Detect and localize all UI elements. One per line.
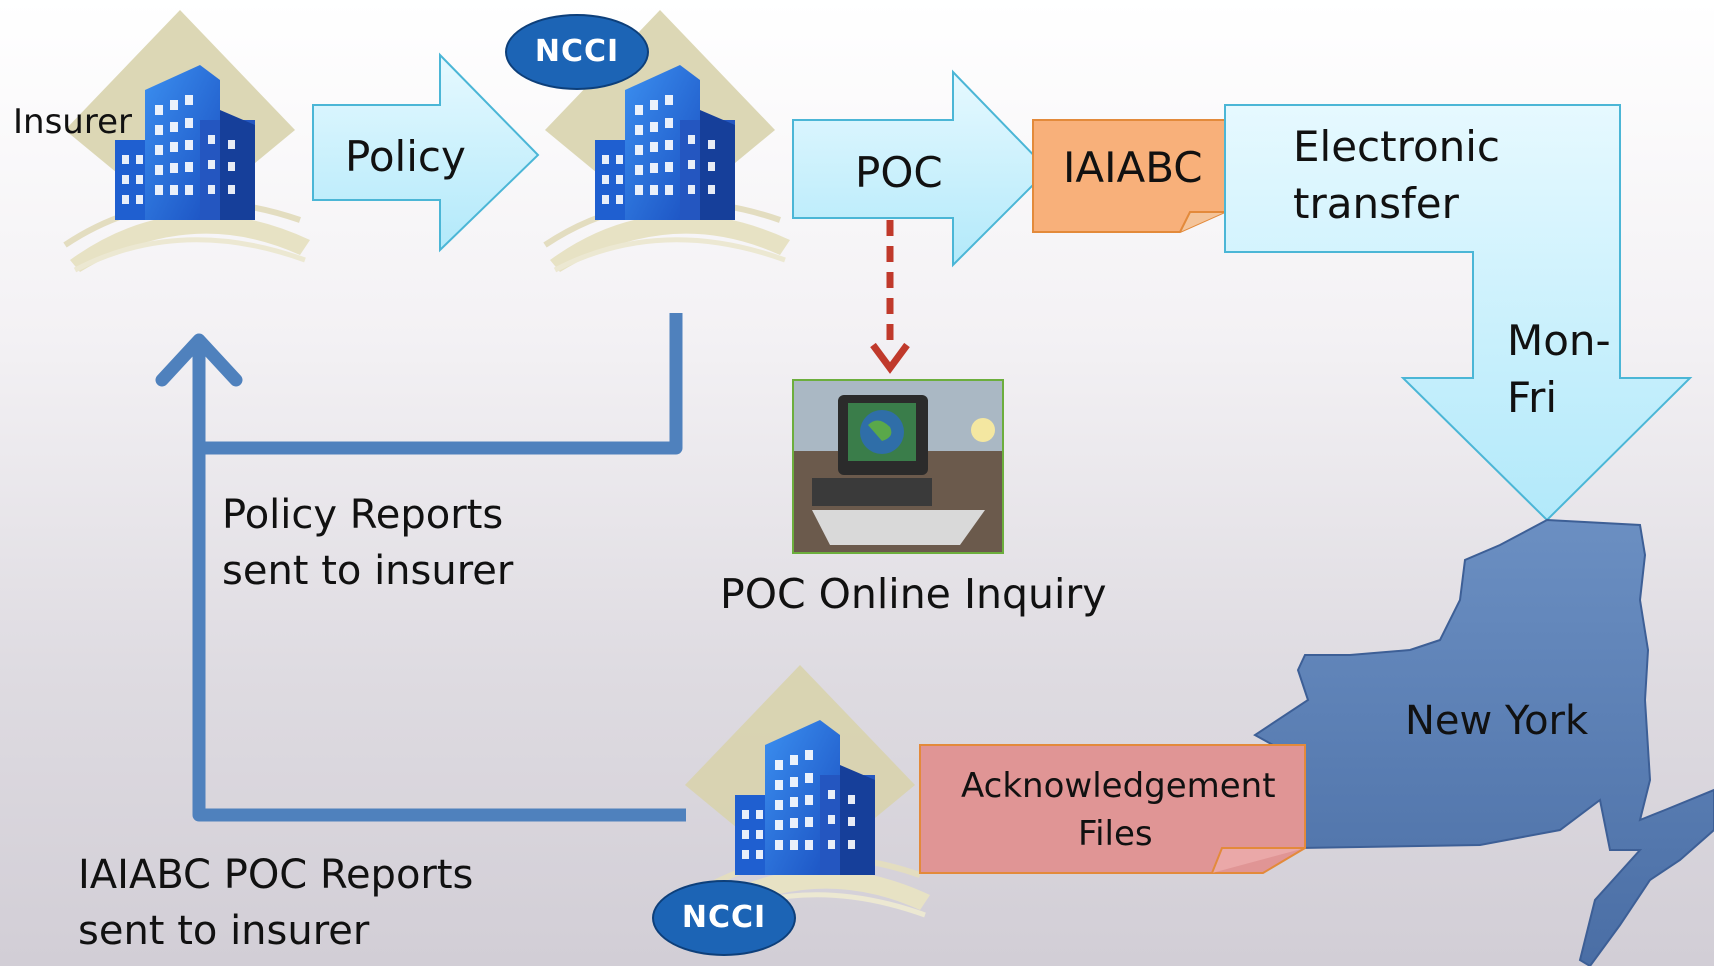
policy-reports-label-line2: sent to insurer [222,548,514,594]
new-york-map-icon [1253,518,1714,966]
policy-reports-label-line1: Policy Reports [222,492,504,538]
iaiabc-poc-reports-label-line1: IAIABC POC Reports [78,852,474,898]
mon-fri-label-line2: Fri [1507,373,1558,422]
iaiabc-label: IAIABC [1063,143,1203,192]
electronic-transfer-label-line2: transfer [1293,179,1459,228]
poc-arrow-label: POC [855,148,943,197]
insurer-label: Insurer [13,102,132,142]
policy-arrow [312,52,540,253]
new-york-label: New York [1405,698,1589,744]
iaiabc-reports-return-line [192,448,686,822]
electronic-transfer-arrow [1224,104,1693,522]
electronic-transfer-label-line1: Electronic [1293,122,1501,171]
acknowledgement-files-label-line2: Files [1078,814,1153,854]
poc-online-inquiry-label: POC Online Inquiry [720,570,1107,618]
iaiabc-poc-reports-label-line2: sent to insurer [78,908,370,954]
policy-reports-return-line [192,313,683,455]
ncci-logo-bottom: NCCI [652,880,796,956]
computer-icon [792,379,1004,554]
ncci-logo-top: NCCI [505,14,649,90]
acknowledgement-files-label-line1: Acknowledgement [961,766,1276,806]
mon-fri-label-line1: Mon- [1507,316,1611,365]
acknowledgement-files-document [919,744,1306,874]
poc-arrow [792,69,1050,268]
policy-arrow-label: Policy [345,132,466,181]
